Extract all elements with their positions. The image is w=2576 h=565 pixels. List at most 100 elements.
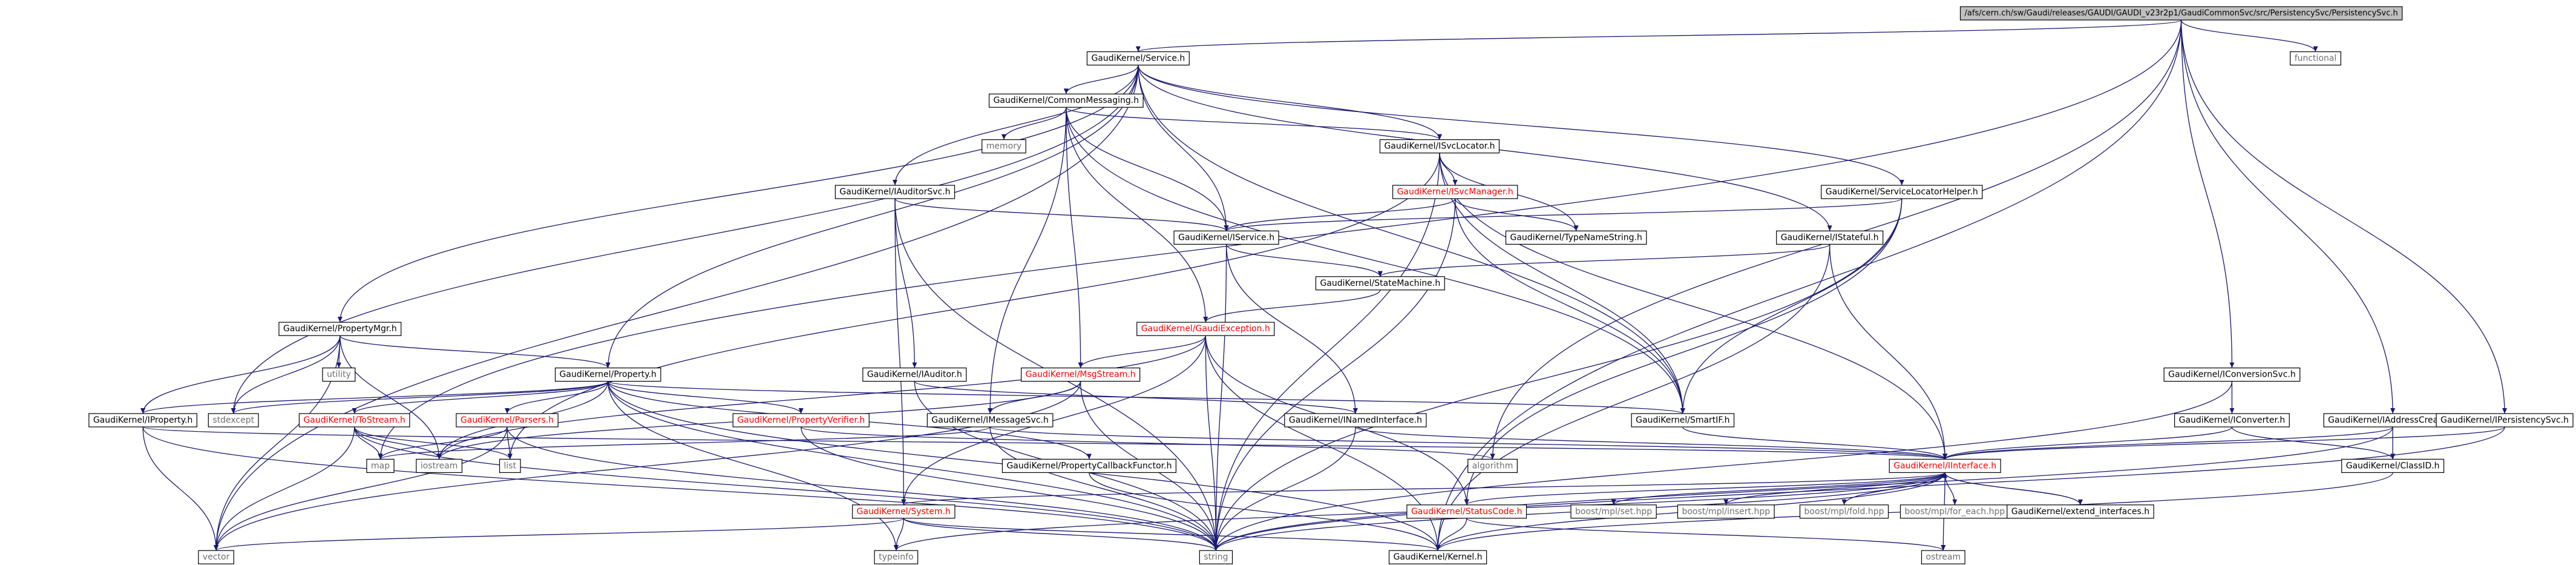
node-kernel[interactable]: GaudiKernel/Kernel.h <box>1388 550 1487 564</box>
node-iaddresscreator[interactable]: GaudiKernel/IAddressCreator.h <box>2323 413 2462 428</box>
edge-arrowhead <box>1452 180 1458 185</box>
edge-isvcmanager-to-iservice <box>1225 198 1456 231</box>
edge-ipersistencysvc-to-string <box>1215 426 2505 551</box>
node-propertycallbackfunctor[interactable]: GaudiKernel/PropertyCallbackFunctor.h <box>1001 458 1177 473</box>
node-label: functional <box>2295 53 2337 63</box>
edge-commonmessaging-to-isvclocator <box>1066 107 1440 140</box>
node-classid[interactable]: GaudiKernel/ClassID.h <box>2341 458 2445 473</box>
edge-iauditor-to-inamedinterface <box>914 381 1356 414</box>
node-propertyverifier[interactable]: GaudiKernel/PropertyVerifier.h <box>732 413 870 428</box>
node-memory[interactable]: memory <box>982 139 1026 154</box>
node-mplfold[interactable]: boost/mpl/fold.hpp <box>1799 504 1889 519</box>
node-inamedinterface[interactable]: GaudiKernel/INamedInterface.h <box>1284 413 1427 428</box>
node-iconversionsvc[interactable]: GaudiKernel/IConversionSvc.h <box>2163 367 2301 382</box>
node-typeinfo[interactable]: typeinfo <box>874 550 919 564</box>
edge-iauditorsvc-to-iauditor <box>894 198 916 368</box>
node-label: GaudiKernel/Service.h <box>1091 53 1185 63</box>
edge-arrowhead <box>214 545 219 551</box>
edge-root-to-map <box>379 20 2182 460</box>
node-map[interactable]: map <box>366 458 395 473</box>
node-iproperty[interactable]: GaudiKernel/IProperty.h <box>88 413 198 428</box>
edge-arrowhead <box>1213 545 1219 551</box>
node-iservice[interactable]: GaudiKernel/IService.h <box>1173 230 1279 245</box>
edge-tostream-to-list <box>354 426 511 460</box>
node-label: boost/mpl/for_each.hpp <box>1904 507 2005 517</box>
edge-imessagesvc-to-map <box>379 426 991 460</box>
node-stdexcept[interactable]: stdexcept <box>208 413 259 428</box>
node-label: GaudiKernel/INamedInterface.h <box>1289 415 1422 425</box>
edge-arrowhead <box>1203 317 1208 323</box>
node-label: GaudiKernel/PropertyMgr.h <box>283 324 397 334</box>
node-istateful[interactable]: GaudiKernel/IStateful.h <box>1776 230 1884 245</box>
edge-iauditorsvc-to-system <box>894 198 904 505</box>
edge-propertymgr-to-stdexcept <box>233 335 341 414</box>
edge-iinterface-to-statuscode <box>1466 472 1945 506</box>
node-propertymgr[interactable]: GaudiKernel/PropertyMgr.h <box>278 322 402 336</box>
node-label: GaudiKernel/PropertyCallbackFunctor.h <box>1006 461 1172 471</box>
edge-iservice-to-statemachine <box>1225 244 1381 277</box>
node-list[interactable]: list <box>499 458 521 473</box>
edge-arrowhead <box>1086 454 1092 460</box>
edge-arrowhead <box>2502 408 2508 414</box>
node-tostream[interactable]: GaudiKernel/ToStream.h <box>298 413 410 428</box>
node-extendinterfaces[interactable]: GaudiKernel/extend_interfaces.h <box>2007 504 2154 519</box>
edge-isvclocator-to-smartif <box>1439 153 1683 414</box>
edge-parsers-to-string <box>506 426 1217 551</box>
edge-iaddresscreator-to-string <box>1215 426 2393 551</box>
node-utility[interactable]: utility <box>322 367 356 382</box>
node-parsers[interactable]: GaudiKernel/Parsers.h <box>456 413 559 428</box>
edge-property-to-propertyverifier <box>608 381 802 414</box>
node-mplforeach[interactable]: boost/mpl/for_each.hpp <box>1899 504 2010 519</box>
node-msgstream[interactable]: GaudiKernel/MsgStream.h <box>1021 367 1141 382</box>
node-service[interactable]: GaudiKernel/Service.h <box>1086 51 1190 66</box>
node-label: memory <box>986 142 1022 151</box>
node-servicelocatorhelper[interactable]: GaudiKernel/ServiceLocatorHelper.h <box>1821 185 1983 199</box>
node-smartif[interactable]: GaudiKernel/SmartIF.h <box>1631 413 1735 428</box>
node-label: GaudiKernel/StatusCode.h <box>1411 507 1522 517</box>
edge-servicelocatorhelper-to-statuscode <box>1466 198 1903 505</box>
edge-isvclocator-to-string <box>1215 153 1440 551</box>
node-isvclocator[interactable]: GaudiKernel/ISvcLocator.h <box>1379 139 1500 154</box>
node-gaudiexception[interactable]: GaudiKernel/GaudiException.h <box>1136 322 1275 336</box>
edge-service-to-isvclocator <box>1138 65 1440 140</box>
node-label: boost/mpl/fold.hpp <box>1804 507 1884 517</box>
node-system[interactable]: GaudiKernel/System.h <box>852 504 955 519</box>
node-iconverter[interactable]: GaudiKernel/IConverter.h <box>2174 413 2290 428</box>
edge-arrowhead <box>1435 545 1441 551</box>
node-label: GaudiKernel/SmartIF.h <box>1636 415 1729 425</box>
node-vector[interactable]: vector <box>198 550 234 564</box>
node-mplset[interactable]: boost/mpl/set.hpp <box>1570 504 1657 519</box>
node-iauditorsvc[interactable]: GaudiKernel/IAuditorSvc.h <box>834 185 955 199</box>
node-typenamestring[interactable]: GaudiKernel/TypeNameString.h <box>1505 230 1647 245</box>
edge-istateful-to-statemachine <box>1380 243 1830 277</box>
node-functional[interactable]: functional <box>2290 51 2341 66</box>
node-iinterface[interactable]: GaudiKernel/IInterface.h <box>1889 458 2001 473</box>
node-commonmessaging[interactable]: GaudiKernel/CommonMessaging.h <box>988 93 1144 108</box>
node-string[interactable]: string <box>1199 550 1233 564</box>
node-label: GaudiKernel/IAuditorSvc.h <box>839 187 950 197</box>
edge-arrowhead <box>605 362 611 368</box>
graph-nodes: /afs/cern.ch/sw/Gaudi/releases/GAUDI/GAU… <box>88 6 2574 564</box>
node-isvcmanager[interactable]: GaudiKernel/ISvcManager.h <box>1392 185 1518 199</box>
node-property[interactable]: GaudiKernel/Property.h <box>554 367 661 382</box>
edge-property-to-stdexcept <box>233 381 609 414</box>
node-label: GaudiKernel/TypeNameString.h <box>1510 233 1642 242</box>
node-mplinsert[interactable]: boost/mpl/insert.hpp <box>1677 504 1775 519</box>
edge-arrowhead <box>1377 271 1383 277</box>
edge-system-to-kernel <box>903 518 1438 551</box>
node-ipersistencysvc[interactable]: GaudiKernel/IPersistencySvc.h <box>2436 413 2574 428</box>
node-label: GaudiKernel/IProperty.h <box>93 415 192 425</box>
node-statuscode[interactable]: GaudiKernel/StatusCode.h <box>1406 504 1527 519</box>
node-imessagesvc[interactable]: GaudiKernel/IMessageSvc.h <box>926 413 1054 428</box>
node-label: utility <box>327 370 351 380</box>
edge-arrowhead <box>1952 499 1958 505</box>
node-algorithm[interactable]: algorithm <box>1467 458 1518 473</box>
edge-iconverter-to-classid <box>2231 426 2393 460</box>
node-root[interactable]: /afs/cern.ch/sw/Gaudi/releases/GAUDI/GAU… <box>1959 6 2403 21</box>
node-iauditor[interactable]: GaudiKernel/IAuditor.h <box>862 367 967 382</box>
edge-parsers-to-map <box>379 426 508 460</box>
node-ostream[interactable]: ostream <box>1921 550 1965 564</box>
node-statemachine[interactable]: GaudiKernel/StateMachine.h <box>1315 276 1445 291</box>
node-iostream[interactable]: iostream <box>416 458 463 473</box>
edge-root-to-iaddresscreator <box>2180 20 2393 414</box>
